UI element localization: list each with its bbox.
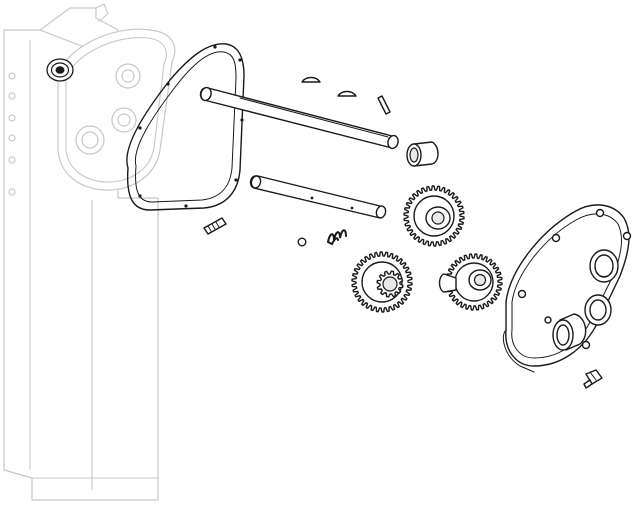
gear-cover xyxy=(502,204,632,373)
cover-bolt xyxy=(583,369,603,389)
spring xyxy=(327,229,347,246)
column-holes xyxy=(8,72,16,196)
roll-pin xyxy=(377,95,391,115)
set-screw xyxy=(203,217,227,235)
column-seal xyxy=(46,58,74,82)
right-gear xyxy=(438,253,503,311)
upper-gear xyxy=(403,185,465,247)
gasket xyxy=(126,43,245,211)
ball xyxy=(297,237,307,247)
gear-cover-lower-boss xyxy=(584,294,612,326)
woodruff-keys xyxy=(301,76,357,97)
left-gear xyxy=(351,251,413,313)
main-shaft xyxy=(199,86,399,150)
gear-cover-upper-boss xyxy=(589,249,619,283)
gear-cover-output-stub xyxy=(552,313,587,351)
column-housing xyxy=(3,3,176,501)
gear-cover-bolt-holes xyxy=(517,208,632,350)
bushing xyxy=(406,141,439,167)
secondary-shaft xyxy=(249,175,387,219)
housing-plate xyxy=(57,28,176,191)
